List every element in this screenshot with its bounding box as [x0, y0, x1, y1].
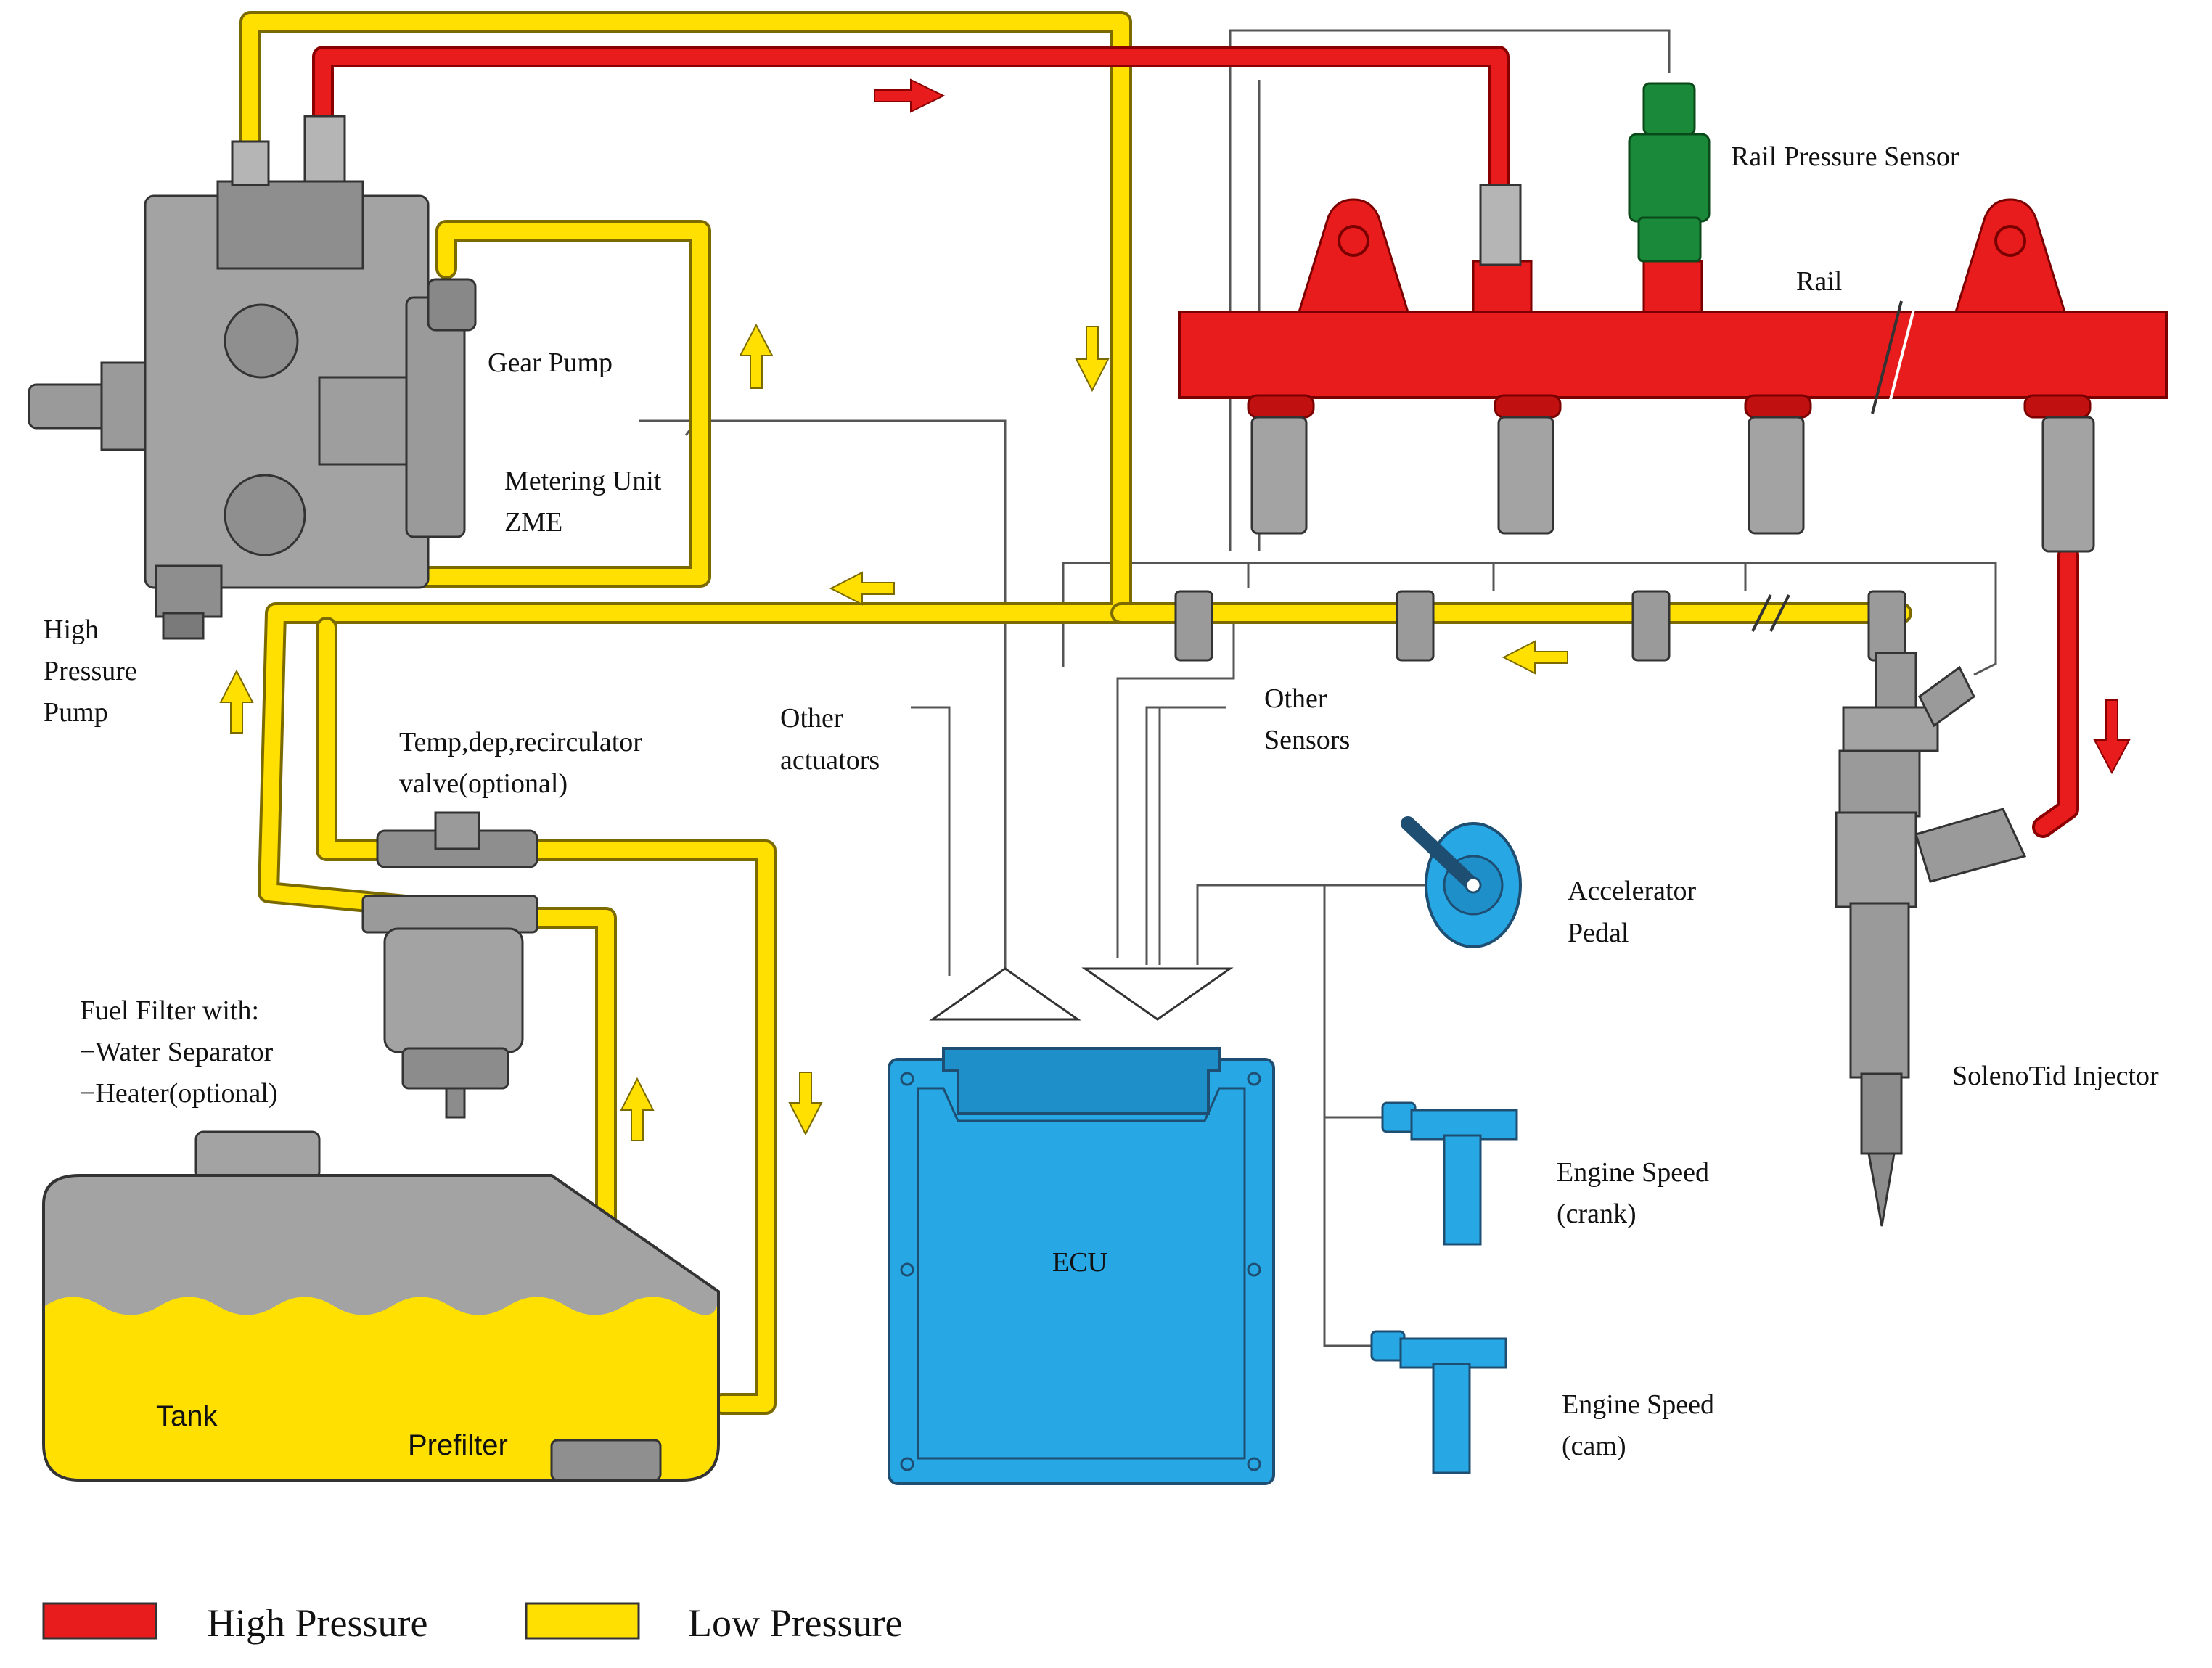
solenoid-injector: [1835, 652, 2027, 1227]
temp-valve-label-2: valve(optional): [399, 768, 568, 799]
ecu-label: ECU: [1052, 1247, 1107, 1278]
return-line-clips: [1174, 590, 1906, 662]
rail-pressure-sensor: [1628, 82, 1711, 263]
other-actuators-label-1: Other: [780, 703, 843, 734]
fuel-filter: [361, 811, 538, 1119]
low-pressure-pipes: [239, 11, 1912, 1451]
accelerator-pedal-sensor: [1401, 816, 1522, 948]
fuel-filter-label-3: −Heater(optional): [80, 1078, 278, 1109]
fuel-filter-label-1: Fuel Filter with:: [80, 995, 259, 1026]
low-pressure-arrow-up-3: [620, 1077, 655, 1141]
other-sensors-label-1: Other: [1264, 683, 1327, 714]
low-pressure-arrow-up-2: [219, 669, 254, 734]
high-pressure-pump-label-2: Pressure: [44, 656, 137, 686]
actuator-output-triangle: [929, 967, 1081, 1021]
accelerator-label-2: Pedal: [1568, 918, 1629, 948]
prefilter-block: [550, 1439, 662, 1482]
labels: Rail Pressure Sensor Rail Gear Pump Mete…: [44, 141, 2159, 1461]
accelerator-label-1: Accelerator: [1568, 876, 1697, 906]
tank-fuel-level: [45, 1297, 717, 1479]
prefilter-label: Prefilter: [408, 1429, 508, 1461]
metering-unit-label: Metering Unit: [504, 466, 662, 496]
high-pressure-pump: [28, 115, 477, 640]
engine-speed-cam-label-1: Engine Speed: [1562, 1389, 1714, 1420]
high-pressure-pipes: [312, 46, 2079, 838]
gear-pump-label: Gear Pump: [488, 348, 613, 378]
low-pressure-arrow-down-2: [788, 1072, 823, 1136]
low-pressure-arrow-up-1: [739, 323, 774, 389]
engine-speed-cam-label-2: (cam): [1562, 1431, 1626, 1461]
legend: High Pressure Low Pressure: [42, 1601, 902, 1645]
engine-speed-crank-label-1: Engine Speed: [1557, 1157, 1709, 1188]
injector-label: SolenoTid Injector: [1952, 1061, 2159, 1091]
sensor-input-triangle: [1081, 967, 1234, 1021]
high-pressure-pump-label-3: Pump: [44, 697, 108, 728]
flow-arrows: [219, 78, 2131, 1141]
low-pressure-arrow-left-2: [1502, 640, 1568, 675]
legend-low-pressure-label: Low Pressure: [688, 1601, 902, 1645]
high-pressure-pump-label-1: High: [44, 615, 99, 645]
tank-label: Tank: [156, 1400, 218, 1432]
rail-pressure-sensor-label: Rail Pressure Sensor: [1731, 141, 1959, 172]
signal-wires: [639, 29, 1997, 1347]
low-pressure-arrow-left-1: [829, 571, 895, 606]
fuel-tank: [42, 1130, 720, 1482]
engine-speed-crank-label-2: (crank): [1557, 1199, 1637, 1229]
engine-speed-crank-sensor: [1381, 1101, 1518, 1246]
high-pressure-arrow-down: [2093, 699, 2131, 775]
legend-low-pressure-swatch: [525, 1602, 640, 1640]
engine-speed-cam-sensor: [1370, 1330, 1507, 1474]
temp-valve-label-1: Temp,dep,recirculator: [399, 727, 642, 757]
ecu: [888, 1047, 1275, 1485]
high-pressure-arrow-right: [874, 78, 946, 113]
fuel-filter-label-2: −Water Separator: [80, 1037, 274, 1067]
fuel-rail: [1178, 184, 2168, 553]
metering-unit-code-label: ZME: [504, 507, 562, 538]
other-sensors-label-2: Sensors: [1264, 725, 1350, 755]
legend-high-pressure-label: High Pressure: [207, 1601, 427, 1645]
legend-high-pressure-swatch: [42, 1602, 157, 1640]
other-actuators-label-2: actuators: [780, 745, 880, 776]
low-pressure-arrow-down-1: [1075, 326, 1110, 393]
rail-label: Rail: [1796, 266, 1842, 297]
